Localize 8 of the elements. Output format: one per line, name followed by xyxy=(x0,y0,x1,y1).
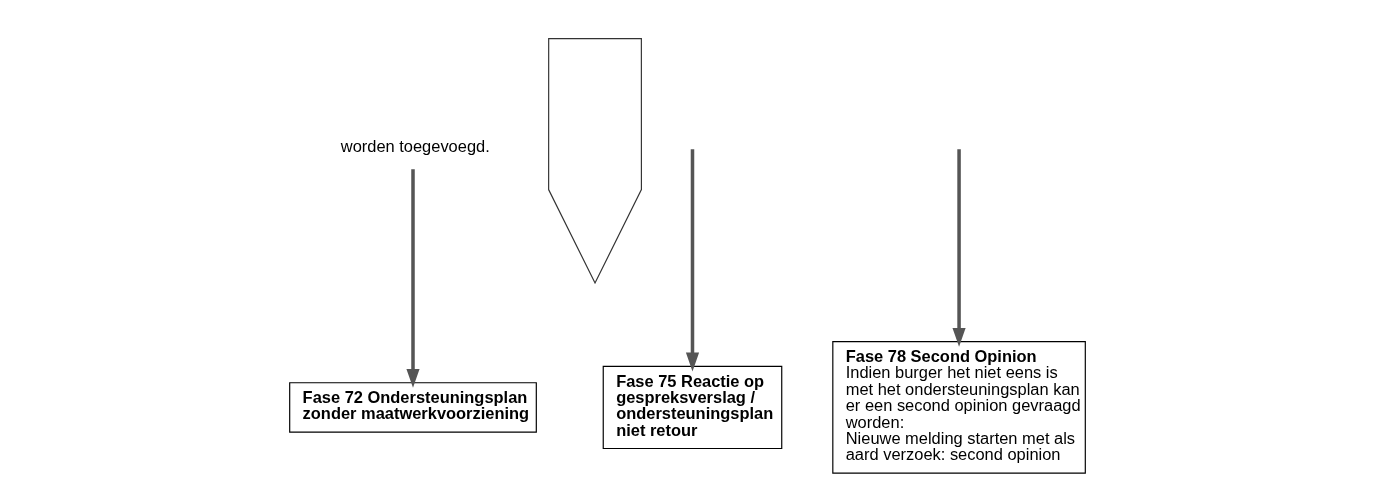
node-box: Fase 75 Reactie op gespreksverslag / ondersteuningsplan niet retour xyxy=(602,365,782,450)
arrow xyxy=(685,149,699,372)
node-box: Fase 72 Ondersteuningsplan zonder maatwerkvoorziening xyxy=(288,382,537,433)
node-arrow xyxy=(547,38,642,285)
node-text: worden toegevoegd. xyxy=(340,137,490,156)
node-box: Fase 78 Second Opinion Indien burger het niet eens is met het ondersteuningsplan kan er een second opinion gevraagd worden: Nieuwe melding starten met als aard verzoek: second opinion xyxy=(831,341,1086,474)
arrow xyxy=(951,149,966,347)
arrow xyxy=(405,169,420,388)
